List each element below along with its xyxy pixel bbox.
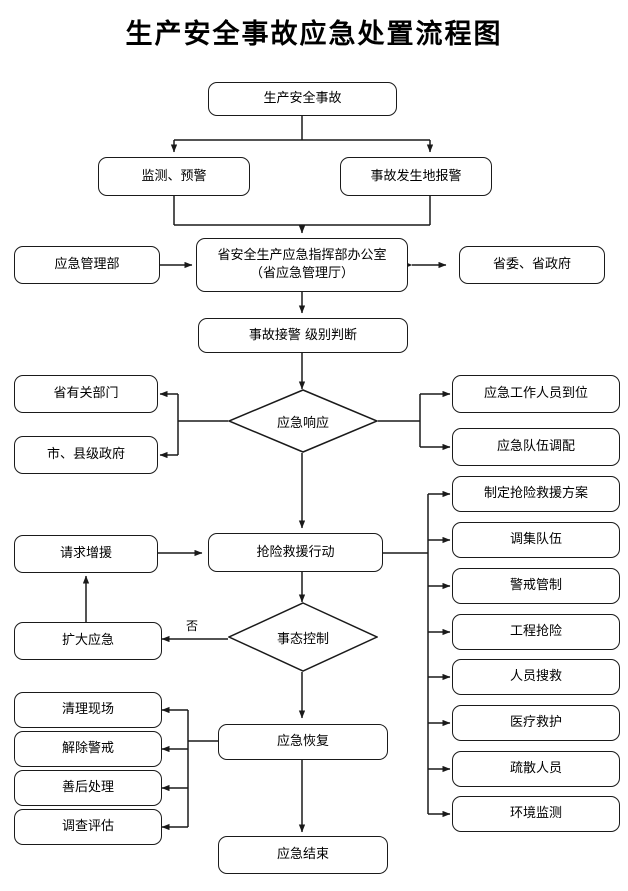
rescue-measure-0[interactable]: 制定抢险救援方案	[452, 476, 620, 512]
recovery-task-0[interactable]: 清理现场	[14, 692, 162, 728]
rescue-measure-4[interactable]: 人员搜救	[452, 659, 620, 695]
rescue-measure-5[interactable]: 医疗救护	[452, 705, 620, 741]
node-rescue-action[interactable]: 抢险救援行动	[208, 533, 383, 572]
node-provincial-office[interactable]: 省安全生产应急指挥部办公室 （省应急管理厅）	[196, 238, 408, 292]
node-provincial-gov[interactable]: 省委、省政府	[459, 246, 605, 284]
node-request-support[interactable]: 请求增援	[14, 535, 158, 573]
rescue-measure-3[interactable]: 工程抢险	[452, 614, 620, 650]
node-emergency-ministry[interactable]: 应急管理部	[14, 246, 160, 284]
node-emergency-recovery[interactable]: 应急恢复	[218, 724, 388, 760]
node-staff-in-place[interactable]: 应急工作人员到位	[452, 375, 620, 413]
node-city-county-gov[interactable]: 市、县级政府	[14, 436, 158, 474]
node-incident[interactable]: 生产安全事故	[208, 82, 397, 116]
node-provincial-departments[interactable]: 省有关部门	[14, 375, 158, 413]
rescue-measure-7[interactable]: 环境监测	[452, 796, 620, 832]
recovery-task-1[interactable]: 解除警戒	[14, 731, 162, 767]
node-emergency-end[interactable]: 应急结束	[218, 836, 388, 874]
page-title: 生产安全事故应急处置流程图	[125, 19, 503, 50]
node-site-alarm[interactable]: 事故发生地报警	[340, 157, 492, 196]
rescue-measure-6[interactable]: 疏散人员	[452, 751, 620, 787]
node-monitor-warning[interactable]: 监测、预警	[98, 157, 250, 196]
edge-label-no: 否	[186, 619, 199, 633]
rescue-measure-1[interactable]: 调集队伍	[452, 522, 620, 558]
rescue-measure-2[interactable]: 警戒管制	[452, 568, 620, 604]
node-emergency-response[interactable]: 应急响应	[228, 389, 378, 453]
recovery-task-3[interactable]: 调查评估	[14, 809, 162, 845]
node-alarm-level[interactable]: 事故接警 级别判断	[198, 318, 408, 353]
node-expand-emergency[interactable]: 扩大应急	[14, 622, 162, 660]
recovery-task-2[interactable]: 善后处理	[14, 770, 162, 806]
node-situation-control[interactable]: 事态控制	[228, 602, 378, 672]
node-team-allocation[interactable]: 应急队伍调配	[452, 428, 620, 466]
